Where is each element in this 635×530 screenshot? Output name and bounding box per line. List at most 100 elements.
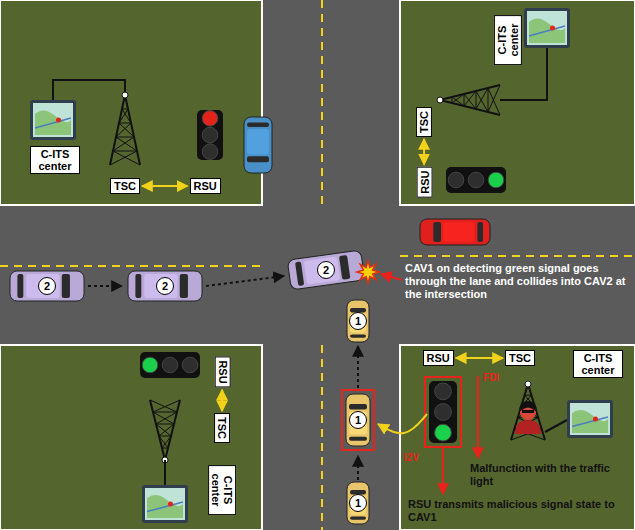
rear-window — [350, 334, 366, 337]
pointer-arrow — [381, 274, 402, 280]
tower-lattice — [156, 424, 174, 436]
pointer-arrow — [477, 376, 479, 458]
tower-lattice — [153, 412, 177, 424]
vehicle — [128, 271, 202, 301]
map-screen — [567, 400, 613, 438]
network-wire — [545, 420, 567, 432]
lane-divider — [400, 255, 635, 257]
vehicle-body — [128, 271, 202, 301]
tower-frame — [150, 400, 180, 460]
signal-lamp — [142, 357, 158, 373]
node-text: C-ITS center — [496, 19, 520, 61]
link-arrow — [423, 139, 425, 164]
component-box: TSC — [110, 178, 140, 194]
motion-arrow — [357, 346, 359, 388]
component-box: C-ITS center — [494, 15, 522, 65]
vehicle — [347, 300, 369, 342]
antenna-dish — [437, 97, 443, 103]
rear-window — [247, 123, 269, 127]
link-arrow — [221, 390, 223, 411]
map-screen — [30, 100, 76, 140]
vehicle-callout: 1 — [349, 312, 367, 330]
windshield — [349, 404, 367, 410]
windshield — [247, 156, 269, 162]
grass-block — [0, 0, 262, 205]
radio-tower — [150, 400, 180, 463]
antenna-dish — [122, 92, 128, 98]
map-road — [147, 502, 183, 512]
radio-tower — [511, 381, 545, 440]
vehicle-body — [347, 300, 369, 342]
node-text: 1 — [355, 315, 361, 327]
map-pin — [56, 118, 61, 123]
vehicle-callout: 1 — [349, 494, 367, 512]
windshield — [339, 255, 350, 280]
grass-block — [400, 345, 635, 530]
screen-map — [527, 11, 567, 45]
lane-divider — [321, 345, 323, 530]
roof — [349, 411, 367, 434]
radio-tower — [110, 92, 140, 165]
vehicle-body — [244, 117, 272, 173]
signal-lamp — [435, 404, 452, 421]
signal-lamp — [162, 357, 178, 373]
component-box: RSU — [416, 166, 432, 197]
rear-window — [17, 274, 23, 298]
radio-tower — [437, 85, 500, 115]
lane-divider — [321, 0, 323, 205]
node-text: 2 — [323, 264, 329, 276]
windshield — [433, 222, 441, 242]
rear-window — [295, 261, 304, 286]
tower-lattice — [116, 123, 134, 137]
motion-arrow — [88, 285, 122, 287]
vehicle-callout: 1 — [349, 411, 367, 429]
node-text: TSC — [114, 180, 136, 192]
tower-lattice — [452, 94, 464, 106]
motion-arrow — [357, 456, 359, 480]
rear-window — [349, 437, 367, 441]
collision-burst — [357, 261, 379, 283]
signal-lamp — [468, 172, 484, 188]
component-box: TSC — [416, 107, 432, 137]
map-road — [529, 26, 565, 36]
map-pin — [593, 417, 598, 422]
map-road — [572, 417, 608, 427]
grass-block — [400, 0, 635, 205]
map-land — [572, 410, 608, 433]
vehicle — [10, 271, 84, 301]
tower-lattice — [159, 436, 171, 448]
node-text: TSC — [216, 417, 228, 439]
signal-lamp — [182, 357, 198, 373]
traffic-light — [140, 352, 200, 378]
vehicle — [287, 250, 364, 290]
vehicle-body — [347, 482, 369, 524]
node-text: 2 — [162, 280, 168, 292]
map-screen — [524, 8, 570, 48]
map-pin — [550, 26, 555, 31]
screen-map — [33, 103, 73, 137]
node-text: RSU — [418, 170, 430, 193]
grass-block — [0, 345, 262, 530]
link-arrow — [142, 185, 188, 187]
annotation-text: RSU transmits malicious signal state to … — [408, 498, 632, 524]
node-text: RSU — [216, 360, 228, 383]
vehicle-callout: 2 — [317, 261, 335, 279]
tower-lattice — [110, 151, 140, 165]
light-housing — [197, 110, 223, 160]
node-text: RSU — [427, 352, 450, 364]
hacker-hood — [519, 401, 537, 412]
tower-lattice — [464, 91, 476, 109]
light-housing — [140, 352, 200, 378]
screen-frame — [30, 100, 76, 140]
network-wire — [164, 460, 166, 485]
hacker-glasses — [522, 410, 534, 413]
hacker-figure — [515, 401, 541, 434]
light-housing — [446, 167, 506, 193]
antenna-dish — [525, 381, 531, 387]
hacker-body — [515, 420, 541, 434]
tower-frame — [440, 85, 500, 115]
roof — [144, 274, 177, 298]
vehicle-body — [287, 250, 364, 290]
